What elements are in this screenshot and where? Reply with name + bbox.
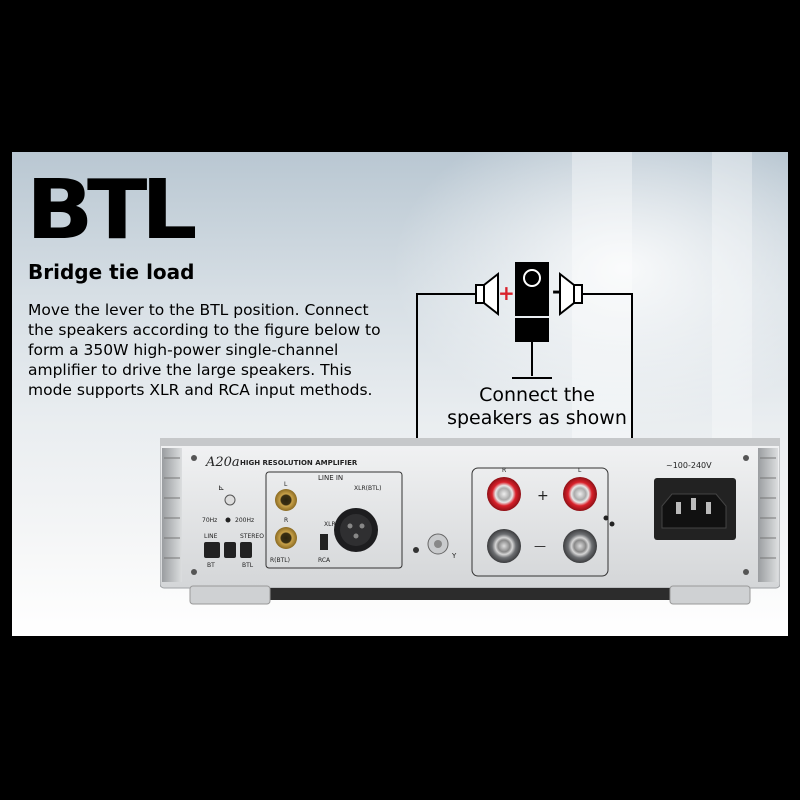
right-heatsink bbox=[758, 448, 778, 582]
filter-high-label: 200Hz bbox=[235, 517, 254, 524]
terminal-r-minus[interactable] bbox=[487, 529, 521, 563]
amplifier-symbol-icon bbox=[512, 262, 552, 379]
left-heatsink bbox=[162, 448, 182, 582]
xlr-btl-label: XLR(BTL) bbox=[354, 485, 381, 492]
diagram-caption: Connect the speakers as shown bbox=[432, 384, 642, 430]
r-btl-label: R(BTL) bbox=[270, 557, 290, 564]
antenna-label: Y bbox=[451, 552, 457, 560]
lowpass-icon: ⊾ bbox=[218, 483, 225, 492]
input-select-switch[interactable] bbox=[320, 534, 328, 550]
speaker-right-icon bbox=[559, 271, 583, 317]
terminal-r-plus[interactable] bbox=[487, 477, 521, 511]
rca-left-label: L bbox=[284, 481, 288, 488]
filter-low-label: 70Hz bbox=[202, 517, 217, 524]
brand-logo: A20a bbox=[205, 455, 240, 470]
foot-left bbox=[189, 585, 271, 605]
caption-line-2: speakers as shown bbox=[447, 407, 627, 429]
mode-btl-label: BTL bbox=[242, 562, 254, 569]
rca-label: RCA bbox=[318, 557, 331, 564]
line-in-label: LINE IN bbox=[318, 474, 343, 482]
xlr-label: XLR bbox=[324, 521, 336, 528]
terminal-l-label: L bbox=[578, 467, 582, 474]
background-window-beam-2 bbox=[712, 152, 752, 452]
description-text: Move the lever to the BTL position. Conn… bbox=[28, 301, 381, 399]
foot-right bbox=[669, 585, 751, 605]
mode-switch-b[interactable] bbox=[240, 542, 252, 558]
rca-right-label: R bbox=[284, 517, 288, 524]
mode-bt-label: BT bbox=[207, 562, 215, 569]
terminal-plus-sign: + bbox=[537, 488, 549, 504]
terminal-l-minus[interactable] bbox=[563, 529, 597, 563]
page-title: BTL bbox=[26, 163, 197, 258]
rca-left-jack[interactable] bbox=[275, 489, 297, 511]
terminal-r-label: R bbox=[502, 467, 506, 474]
terminal-minus-sign: — bbox=[534, 539, 546, 553]
caption-line-1: Connect the bbox=[479, 384, 595, 406]
voltage-label: ~100-240V bbox=[666, 461, 712, 470]
page-subtitle: Bridge tie load bbox=[28, 260, 195, 284]
speaker-terminal-group bbox=[471, 467, 609, 577]
terminal-l-plus[interactable] bbox=[563, 477, 597, 511]
minus-sign: - bbox=[552, 279, 560, 303]
plus-sign: + bbox=[498, 281, 515, 305]
model-label: HIGH RESOLUTION AMPLIFIER bbox=[240, 459, 358, 467]
scene-panel: BTL Bridge tie load Move the lever to th… bbox=[12, 152, 788, 636]
amplifier-back-panel: A20a HIGH RESOLUTION AMPLIFIER ⊾ 70Hz 20… bbox=[160, 438, 780, 605]
mode-switch-a[interactable] bbox=[224, 542, 236, 558]
line-in-group bbox=[265, 471, 403, 569]
mode-line-label: LINE bbox=[204, 533, 218, 540]
input-switch[interactable] bbox=[204, 542, 220, 558]
mode-stereo-label: STEREO bbox=[240, 533, 264, 540]
rca-right-jack[interactable] bbox=[275, 527, 297, 549]
speaker-left-icon bbox=[475, 271, 499, 317]
filter-knob[interactable] bbox=[224, 494, 236, 506]
